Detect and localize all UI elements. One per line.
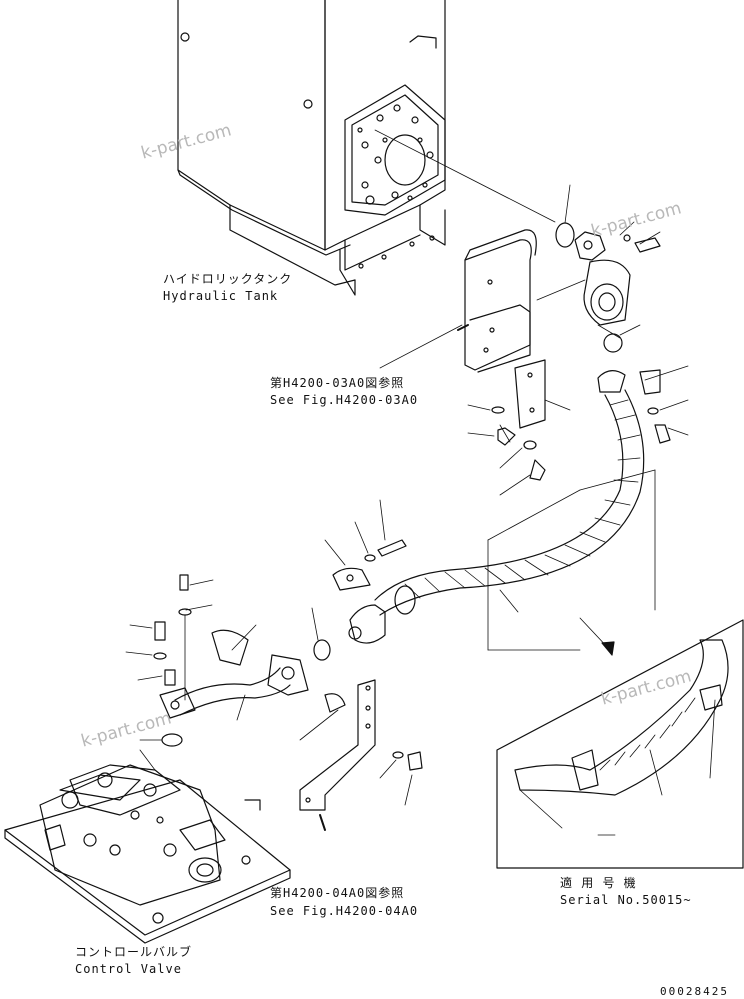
tank-label-en: Hydraulic Tank <box>163 289 279 303</box>
o-ring <box>313 639 331 661</box>
hydraulic-tank <box>177 0 556 296</box>
tube-assembly <box>125 574 309 747</box>
control-valve <box>4 749 291 944</box>
valve-label-en: Control Valve <box>75 962 182 976</box>
ref1-label-en: See Fig.H4200-03A0 <box>270 393 419 407</box>
drawing-number: 00028425 <box>660 985 729 998</box>
serial-label-en: Serial No.50015~ <box>560 893 692 907</box>
tank-label-jp: ハイドロリックタンク <box>163 272 293 286</box>
ref1-label-jp: 第H4200-03A0図参照 <box>270 376 405 390</box>
hardware-upper <box>467 365 689 496</box>
main-hose <box>348 389 656 651</box>
upper-fittings <box>536 184 661 353</box>
ref2-label-jp: 第H4200-04A0図参照 <box>270 886 405 900</box>
valve-label-jp: コントロールバルブ <box>75 945 193 959</box>
clamp-mid <box>324 499 407 591</box>
serial-label-jp: 適 用 号 機 <box>560 876 637 890</box>
bracket-upper <box>379 229 571 429</box>
serial-inset <box>496 617 744 869</box>
ref2-label-en: See Fig.H4200-04A0 <box>270 904 419 918</box>
bracket-lower <box>299 679 423 831</box>
